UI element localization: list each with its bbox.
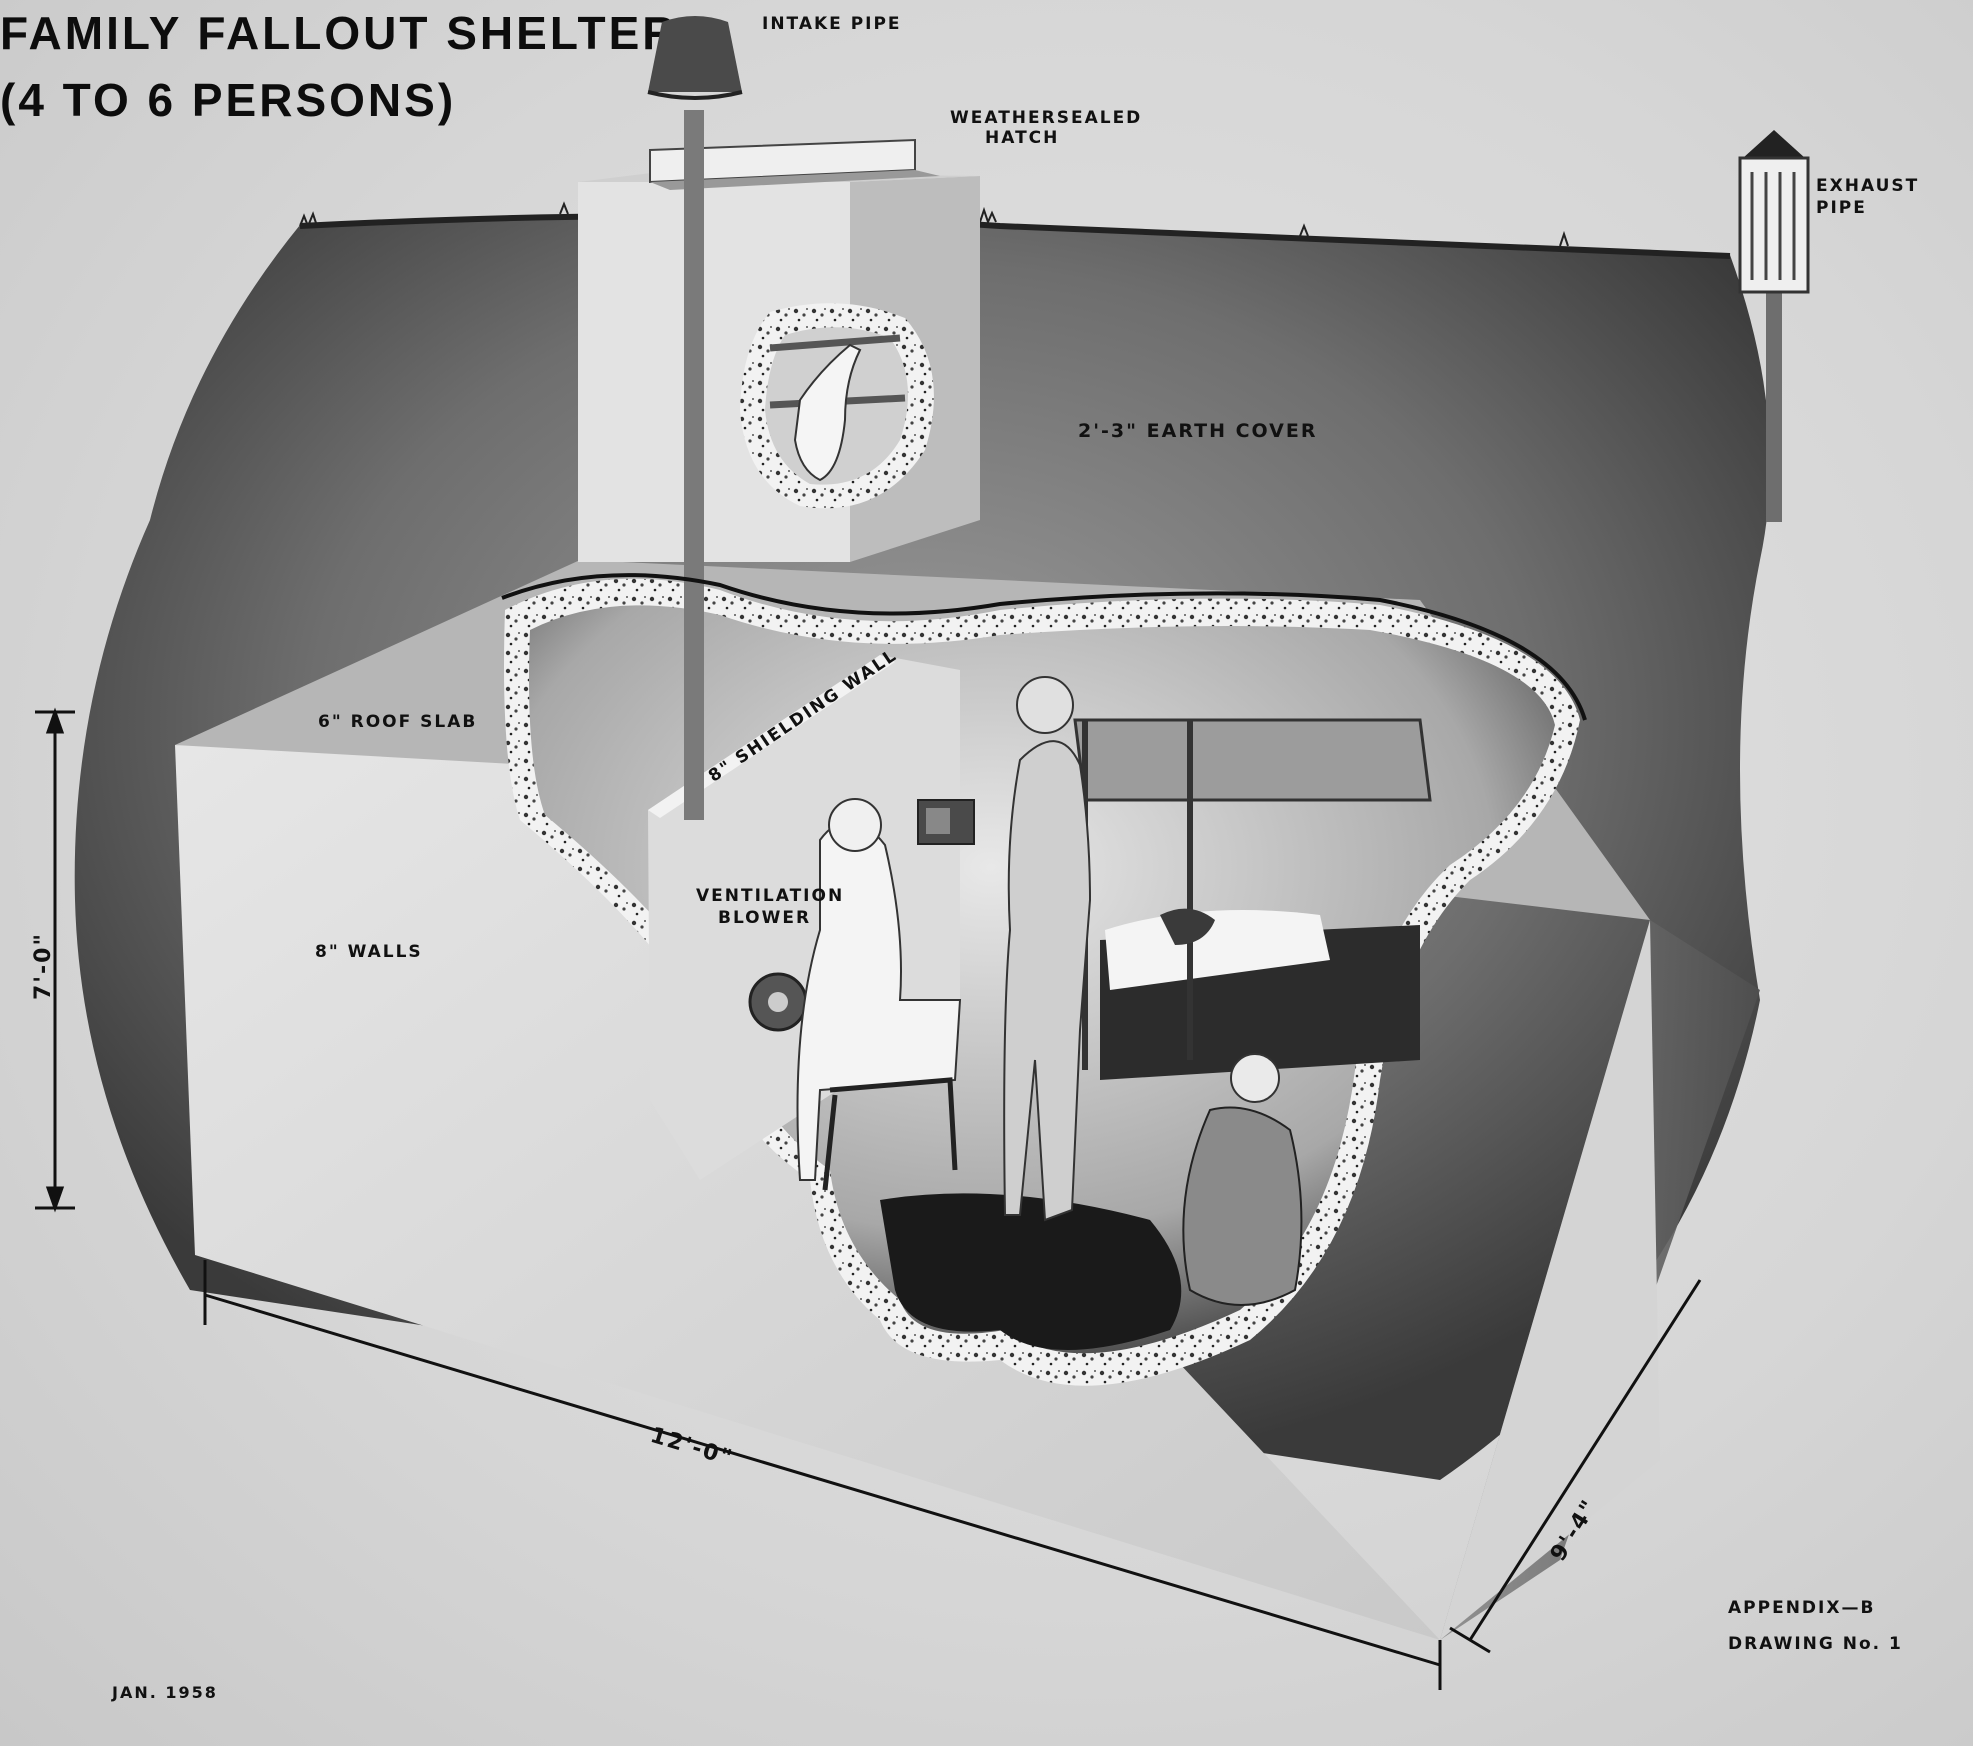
floor-shadow — [880, 1193, 1182, 1350]
title-line1: FAMILY FALLOUT SHELTER — [0, 7, 679, 59]
sleeping-person — [1160, 908, 1215, 945]
exhaust-pipe-shaft — [1766, 290, 1782, 522]
shelter-front-face — [175, 745, 1440, 1640]
exhaust-pipe-cap — [1743, 130, 1805, 158]
walls-label: 8" WALLS — [315, 942, 423, 962]
exhaust-label-line2: PIPE — [1816, 198, 1867, 218]
exhaust-label-line1: EXHAUST — [1816, 176, 1920, 196]
title-line2: (4 TO 6 PERSONS) — [0, 73, 457, 126]
earth-cover-label: 2'-3" EARTH COVER — [1078, 420, 1318, 442]
dimension-height — [35, 707, 75, 1213]
drawing-number-label: DRAWING No. 1 — [1728, 1634, 1903, 1654]
date-label: JAN. 1958 — [112, 1683, 218, 1702]
intake-pipe-label: INTAKE PIPE — [762, 14, 902, 34]
blower-label-line1: VENTILATION — [696, 886, 845, 906]
grass-line — [299, 213, 1731, 259]
intake-pipe-cap — [648, 16, 742, 92]
dimension-width — [1449, 1279, 1702, 1654]
sitting-woman — [1182, 1106, 1303, 1306]
height-dimension-label: 7'-0" — [31, 932, 56, 1000]
hatch-label-line1: WEATHERSEALED — [950, 108, 1143, 128]
chair — [822, 1077, 958, 1191]
blower-label-line2: BLOWER — [718, 908, 812, 928]
dimension-length — [203, 1260, 1442, 1690]
roof-slab-edge — [501, 573, 1587, 721]
roof-slab-label: 6" ROOF SLAB — [318, 712, 478, 732]
climbing-person — [793, 343, 862, 482]
intake-pipe-shaft — [684, 110, 704, 820]
standing-man — [1003, 740, 1092, 1222]
appendix-label: APPENDIX—B — [1728, 1598, 1876, 1618]
hatch-label-line2: HATCH — [985, 128, 1060, 148]
bunk-bed — [1073, 718, 1432, 802]
